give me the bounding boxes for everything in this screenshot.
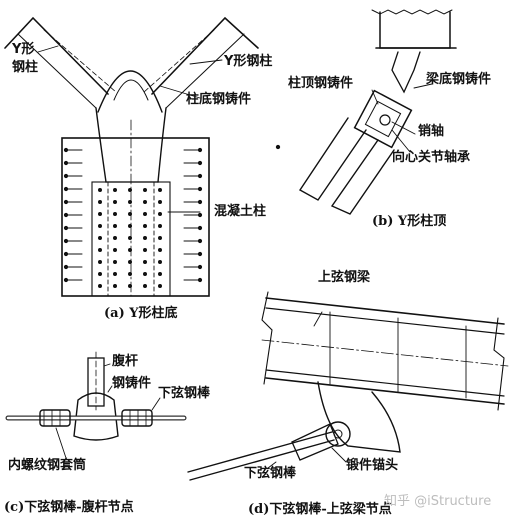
panel-d-drawing [187,291,509,481]
panel-c-drawing [5,351,187,459]
caption-b: (b) Y形柱顶 [372,214,447,229]
label-threaded-sleeve: 内螺纹钢套筒 [8,458,87,473]
label-y-column-left-1: Y形 [12,42,35,57]
label-spherical-bearing: 向心关节轴承 [392,150,471,165]
label-web-member: 腹杆 [112,354,139,369]
label-y-column-left-2: 钢柱 [12,60,39,75]
label-casting: 钢铸件 [112,376,152,391]
label-upper-chord-beam: 上弦钢梁 [318,270,371,285]
label-pin: 销轴 [418,124,445,139]
label-beam-bottom-casting: 梁底钢铸件 [426,72,492,87]
watermark: 知乎 @iStructure [384,494,492,509]
label-lower-chord-rod-c: 下弦钢棒 [158,386,211,401]
caption-d: (d)下弦钢棒-上弦梁节点 [248,502,392,517]
panel-a-drawing [4,16,259,297]
panel-b-drawing [298,9,457,215]
label-lower-chord-rod-d: 下弦钢棒 [244,466,297,481]
stray-dot [275,144,281,150]
label-y-column-right: Y形钢柱 [224,54,273,69]
label-base-casting: 柱底钢铸件 [186,92,252,107]
label-concrete-column: 混凝土柱 [214,204,267,219]
caption-c: (c)下弦钢棒-腹杆节点 [4,500,134,515]
label-column-top-casting: 柱顶钢铸件 [288,76,354,91]
label-forged-anchor: 锻件锚头 [346,458,399,473]
caption-a: (a) Y形柱底 [104,306,178,321]
shear-stud-pattern [63,147,203,288]
